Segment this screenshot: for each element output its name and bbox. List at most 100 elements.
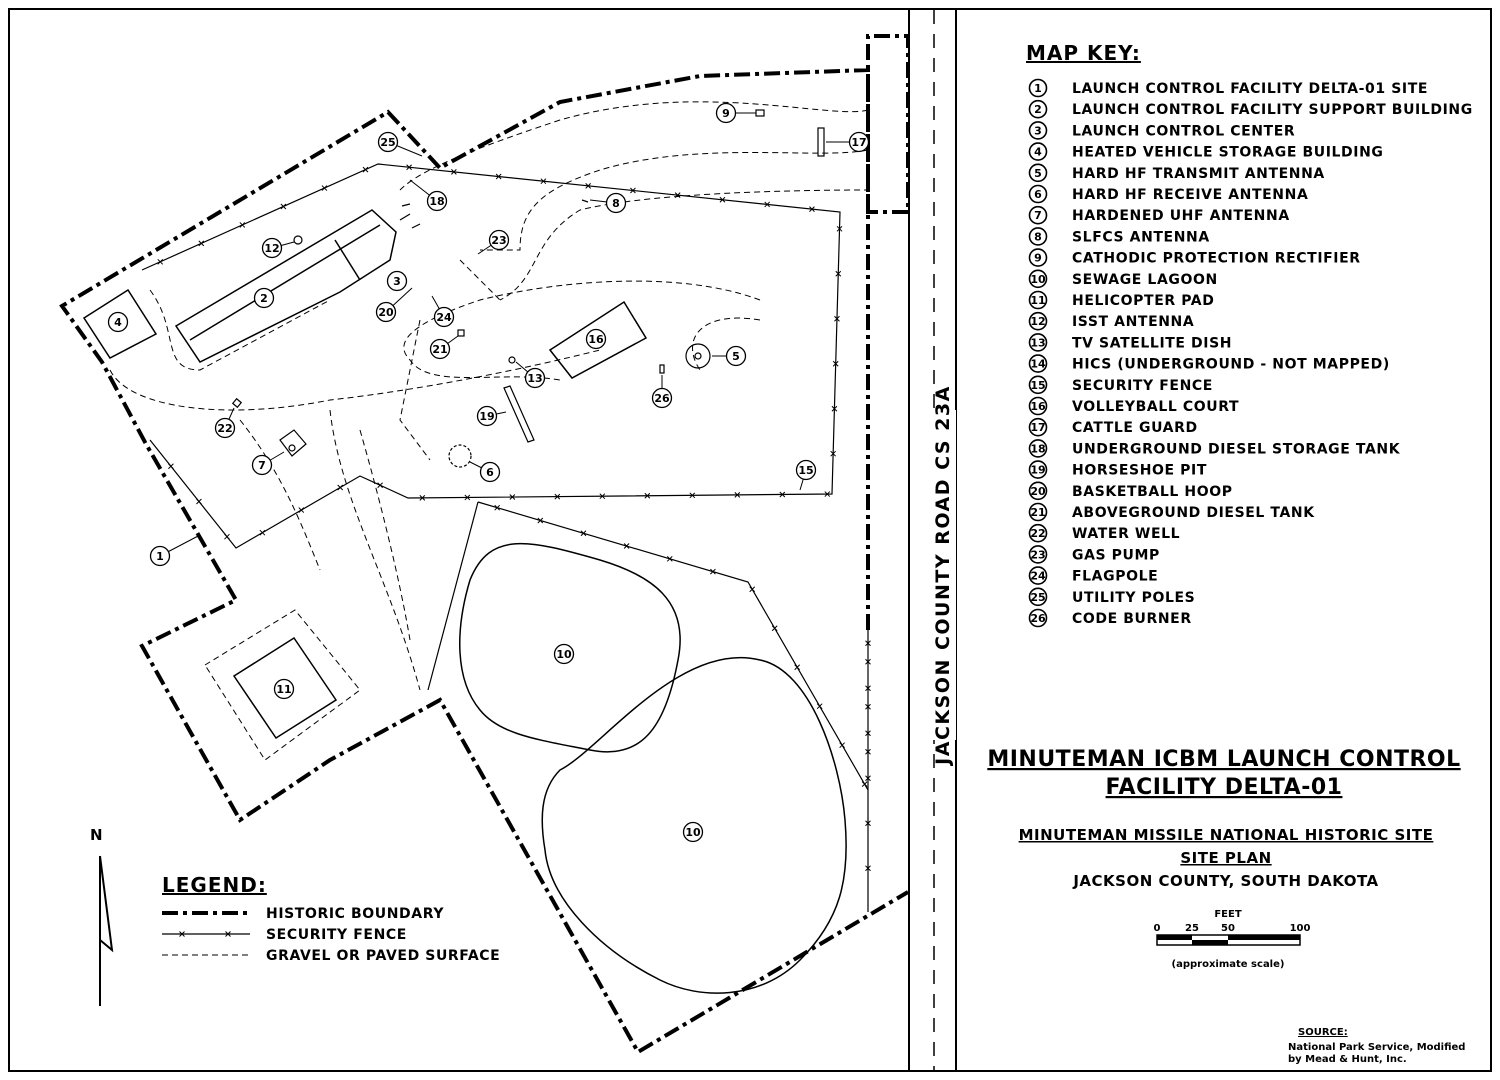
callout-18: 18 — [409, 179, 448, 212]
callout-number: 10 — [685, 826, 701, 839]
scale-tick-25: 25 — [1185, 923, 1199, 934]
map-key-number-circle — [1028, 587, 1048, 607]
callout-25: 25 — [377, 131, 423, 157]
callout-3: 3 — [386, 270, 408, 292]
map-key-number: 2 — [1034, 103, 1042, 116]
map-key-number-circle — [1028, 481, 1048, 501]
scale-bar: FEET 0 25 50 100 (approximate scale) — [1154, 909, 1311, 970]
map-key-number-circle — [1028, 439, 1048, 458]
fence-x-marks — [157, 164, 871, 872]
callout-number: 25 — [380, 136, 395, 149]
map-key-number: 11 — [1030, 294, 1045, 307]
title-line-2: FACILITY DELTA-01 — [1106, 775, 1343, 800]
callout-4: 4 — [107, 311, 129, 333]
callout-5: 5 — [712, 345, 747, 367]
callout-number: 21 — [432, 343, 447, 356]
callout-2: 2 — [253, 287, 275, 309]
map-key-number: 4 — [1034, 146, 1042, 159]
callout-number: 8 — [612, 197, 620, 210]
security-fence — [141, 163, 869, 912]
callout-8: 8 — [589, 192, 627, 214]
callout-number: 13 — [527, 372, 542, 385]
map-key-number: 14 — [1030, 358, 1046, 371]
map-key-number-circle — [1028, 290, 1048, 310]
map-key-number: 10 — [1030, 273, 1046, 286]
map-key-label: HELICOPTER PAD — [1072, 293, 1214, 309]
callout-26: 26 — [651, 375, 673, 409]
callout-10: 10 — [682, 821, 704, 843]
map-key-label: BASKETBALL HOOP — [1072, 484, 1233, 500]
map-key-number: 5 — [1034, 167, 1042, 180]
callout-19: 19 — [476, 405, 507, 427]
callout-15: 15 — [795, 459, 817, 491]
map-key-number: 24 — [1030, 570, 1046, 583]
callout-number: 7 — [258, 459, 266, 472]
map-key-number: 15 — [1030, 379, 1045, 392]
vehicle-storage-building — [82, 288, 158, 359]
source-label: SOURCE: — [1298, 1027, 1348, 1038]
subtitle-county: JACKSON COUNTY, SOUTH DAKOTA — [1072, 872, 1378, 890]
callout-number: 4 — [114, 316, 122, 329]
map-key-label: LAUNCH CONTROL CENTER — [1072, 123, 1295, 139]
callout-16: 16 — [585, 328, 607, 350]
callout-17: 17 — [826, 131, 870, 153]
support-building — [174, 209, 397, 363]
callout-number: 9 — [722, 107, 730, 120]
map-key-label: CATHODIC PROTECTION RECTIFIER — [1072, 251, 1361, 267]
map-key-number-circle — [1028, 163, 1048, 183]
callout-number: 1 — [156, 550, 164, 563]
map-key-number-circle — [1028, 396, 1048, 416]
map-key-number-circle — [1028, 333, 1048, 352]
map-key-number: 25 — [1030, 591, 1045, 604]
legend-item-gravel: GRAVEL OR PAVED SURFACE — [266, 948, 500, 964]
callout-number: 12 — [264, 242, 279, 255]
map-key-label: ISST ANTENNA — [1072, 314, 1194, 330]
map-key-number-circle — [1028, 205, 1048, 225]
scale-note: (approximate scale) — [1172, 959, 1285, 970]
historic-boundary — [59, 34, 910, 1055]
map-key-label: UNDERGROUND DIESEL STORAGE TANK — [1072, 441, 1401, 457]
map-key-number-circle — [1028, 566, 1048, 585]
map-key-number-circle — [1028, 608, 1048, 628]
map-key-number-circle — [1028, 375, 1048, 395]
scale-tick-50: 50 — [1221, 923, 1235, 934]
callout-6: 6 — [469, 461, 501, 483]
road-label-text: JACKSON COUNTY ROAD CS 23A — [932, 385, 954, 767]
map-key-number: 21 — [1030, 506, 1045, 519]
callout-number: 23 — [491, 234, 506, 247]
map-key-number: 19 — [1030, 464, 1045, 477]
callout-11: 11 — [273, 678, 295, 700]
map-key-number-circle — [1028, 184, 1048, 204]
callout-number: 6 — [486, 466, 494, 479]
callout-number: 15 — [798, 464, 813, 477]
callout-number: 10 — [556, 648, 572, 661]
map-key-number-circle — [1028, 460, 1048, 479]
map-key-number-circle — [1028, 121, 1048, 140]
map-key-number: 17 — [1030, 421, 1045, 434]
source-block: SOURCE: National Park Service, Modified … — [1288, 1027, 1465, 1065]
legend-item-fence: SECURITY FENCE — [266, 927, 407, 943]
callout-7: 7 — [251, 451, 285, 476]
map-key-label: TV SATELLITE DISH — [1072, 335, 1232, 351]
callout-number: 26 — [654, 392, 670, 405]
title-block: MINUTEMAN ICBM LAUNCH CONTROL FACILITY D… — [987, 747, 1460, 890]
callout-24: 24 — [431, 295, 455, 328]
map-key-number: 6 — [1034, 188, 1042, 201]
map-key-label: VOLLEYBALL COURT — [1072, 399, 1239, 415]
map-key-label: WATER WELL — [1072, 526, 1180, 542]
map-key-number-circle — [1028, 311, 1048, 331]
callout-number: 2 — [260, 292, 268, 305]
